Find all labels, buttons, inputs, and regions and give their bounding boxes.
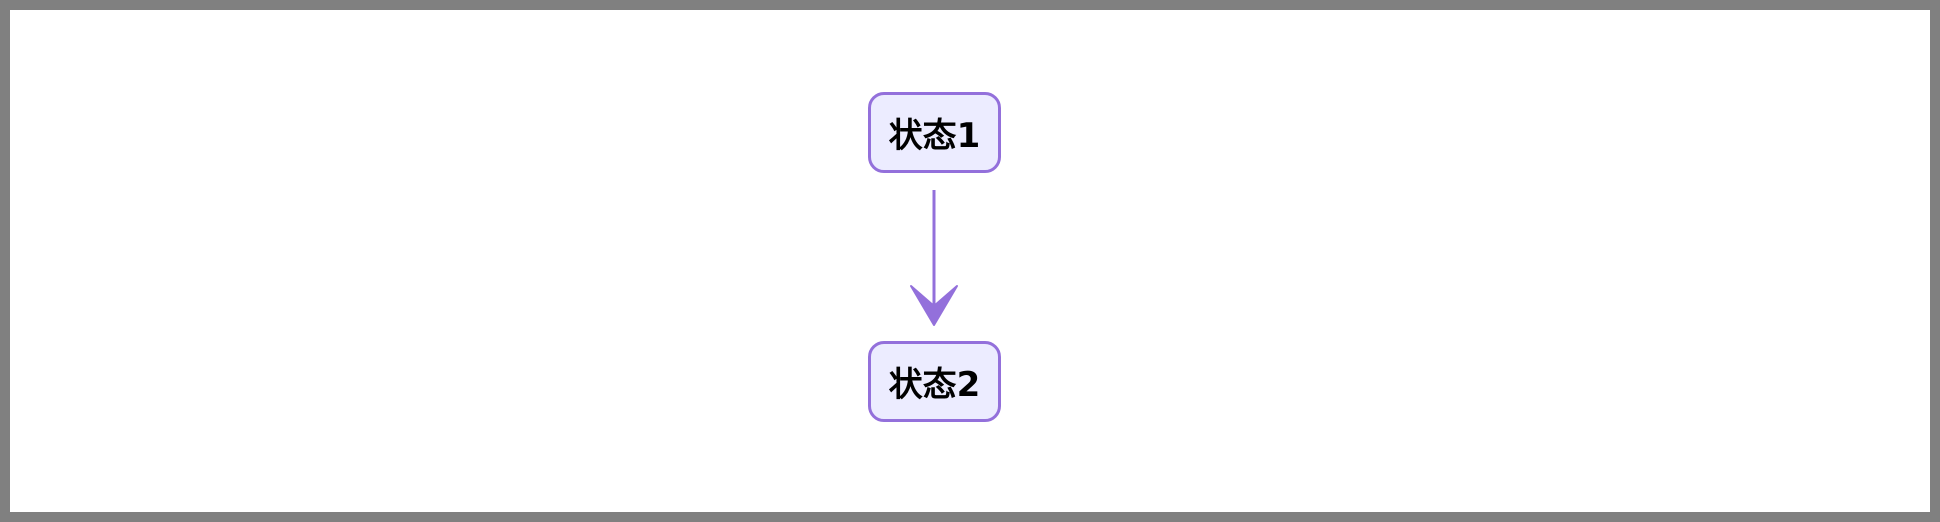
- state-node-1[interactable]: 状态1: [868, 92, 1001, 173]
- arrowhead-icon: [910, 285, 958, 326]
- state-node-2[interactable]: 状态2: [868, 341, 1001, 422]
- transition-edge: [910, 190, 958, 326]
- state-node-1-label: 状态1: [888, 116, 981, 156]
- state-node-2-label: 状态2: [888, 365, 981, 405]
- diagram-canvas: 状态1 状态2: [10, 10, 1930, 512]
